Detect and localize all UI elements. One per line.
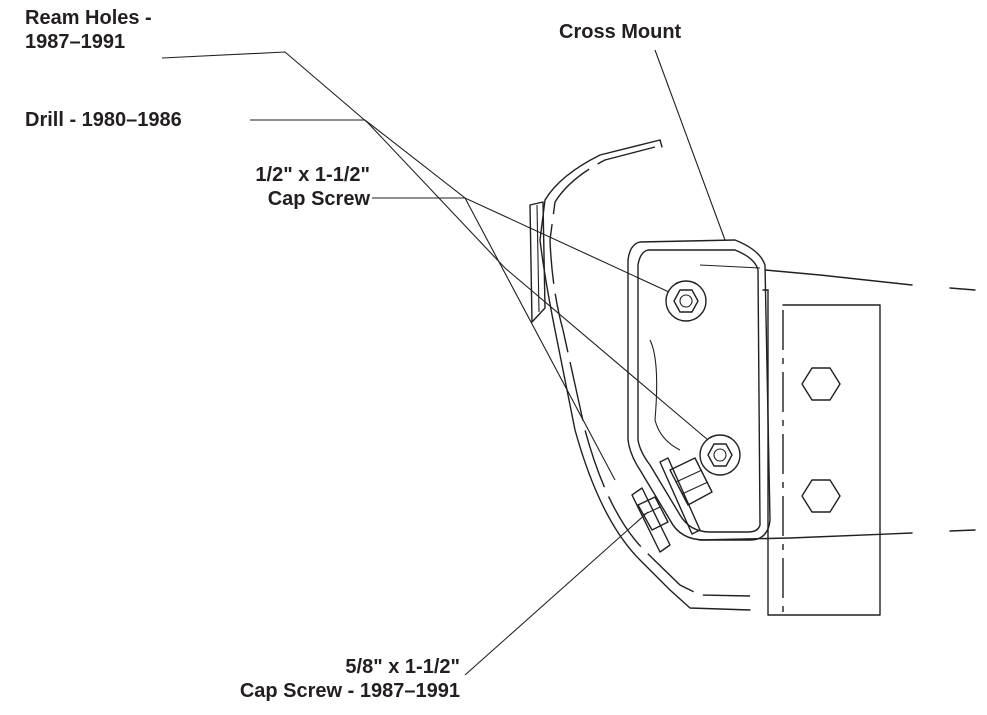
five-eighth-screw-label: 5/8" x 1-1/2" Cap Screw - 1987–1991 (200, 655, 460, 703)
leader-lines (161, 49, 726, 676)
leader-ream-holes (161, 51, 709, 441)
cross-mount-plate (627, 239, 771, 541)
leader-five-eighth-screw (464, 511, 649, 676)
vertical-channel (762, 289, 881, 616)
cross-mount-label: Cross Mount (559, 21, 682, 43)
ream-holes-line2: 1987–1991 (25, 31, 126, 53)
leader-drill (250, 119, 616, 481)
five-eighth-screw-line2: Cap Screw - 1987–1991 (239, 680, 460, 702)
half-inch-screw-line2: Cap Screw (267, 188, 370, 210)
lower-cap-screw (631, 457, 713, 553)
upper-cap-screw (665, 280, 707, 322)
ream-holes-label: Ream Holes - 1987–1991 (25, 6, 152, 54)
ream-holes-line1: Ream Holes - (25, 7, 152, 29)
five-eighth-screw-line1: 5/8" x 1-1/2" (345, 656, 460, 678)
half-inch-screw-line1: 1/2" x 1-1/2" (255, 164, 370, 186)
side-plate (529, 201, 546, 323)
leader-cross-mount (654, 49, 726, 241)
leader-half-inch-screw (372, 197, 670, 293)
middle-cap-screw (699, 434, 741, 476)
half-inch-screw-label: 1/2" x 1-1/2" Cap Screw (180, 163, 370, 211)
hex-bolt-upper-icon (801, 367, 841, 401)
hex-bolt-lower-icon (801, 479, 841, 513)
frame-rail (699, 269, 976, 541)
drill-label: Drill - 1980–1986 (25, 109, 182, 131)
